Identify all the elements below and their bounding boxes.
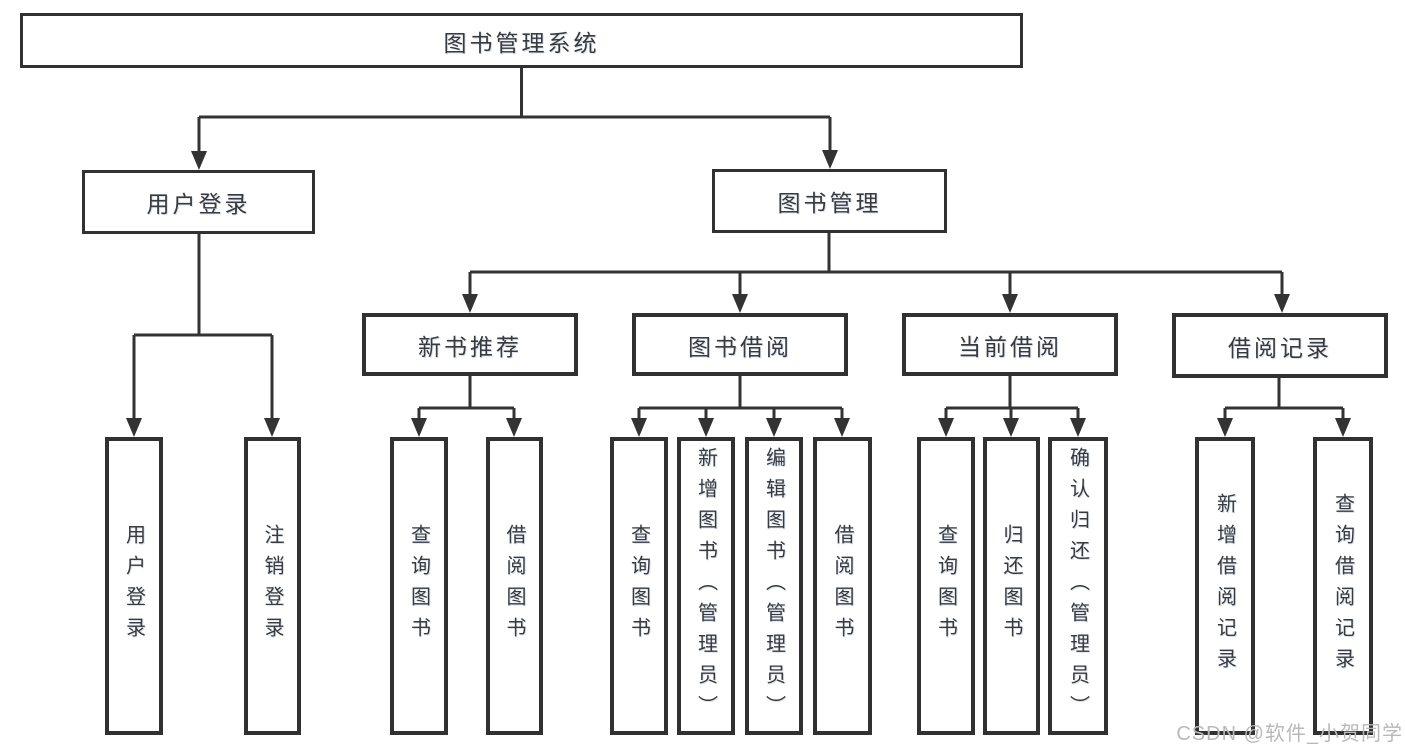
connector-line xyxy=(468,233,1284,297)
leaf-add-borrow-record: 新增借阅记录 xyxy=(1195,437,1255,735)
connector-line xyxy=(417,376,516,421)
connector-current-borrow-children xyxy=(938,376,1086,437)
connector-book-borrow-children xyxy=(631,376,850,437)
arrowhead xyxy=(822,150,838,169)
node-borrow-records: 借阅记录 xyxy=(1172,313,1388,378)
arrowhead xyxy=(938,418,954,437)
connector-line xyxy=(132,234,274,421)
arrowhead xyxy=(506,418,522,437)
arrowhead xyxy=(1002,294,1018,313)
leaf-borrow-books: 借阅图书 xyxy=(813,437,872,735)
arrowhead xyxy=(1335,418,1351,437)
arrowhead xyxy=(126,418,142,437)
arrowhead xyxy=(1217,418,1233,437)
leaf-add-book-admin: 新增图书（管理员） xyxy=(677,437,735,735)
leaf-query-books-borrow: 查询图书 xyxy=(610,437,668,735)
arrowhead xyxy=(191,151,207,170)
arrowhead xyxy=(462,294,478,313)
arrowhead xyxy=(1003,418,1019,437)
leaf-confirm-return-admin: 确认归还（管理员） xyxy=(1048,437,1108,735)
connector-line xyxy=(944,376,1080,421)
node-user-login: 用户登录 xyxy=(82,170,315,234)
connector-line xyxy=(1223,378,1345,421)
leaf-logout: 注销登录 xyxy=(244,437,301,735)
leaf-query-books-current: 查询图书 xyxy=(917,437,975,735)
connector-borrow-records-children xyxy=(1217,378,1351,437)
connector-new-books-children xyxy=(411,376,522,437)
connector-line xyxy=(197,68,832,154)
connector-user-login-children xyxy=(126,234,280,437)
node-new-book-recommend: 新书推荐 xyxy=(362,313,578,376)
node-current-borrow: 当前借阅 xyxy=(902,313,1118,376)
arrowhead xyxy=(766,418,782,437)
leaf-edit-book-admin: 编辑图书（管理员） xyxy=(745,437,803,735)
arrowhead xyxy=(264,418,280,437)
leaf-borrow-books-recommend: 借阅图书 xyxy=(486,437,543,735)
connector-line xyxy=(637,376,844,421)
arrowhead xyxy=(1274,294,1290,313)
connector-book-mgmt-to-level3 xyxy=(462,233,1290,313)
node-book-borrow: 图书借阅 xyxy=(632,313,848,376)
arrowhead xyxy=(834,418,850,437)
leaf-return-book: 归还图书 xyxy=(983,437,1040,735)
leaf-query-books-recommend: 查询图书 xyxy=(390,437,448,735)
connector-root-to-level2 xyxy=(191,68,838,170)
arrowhead xyxy=(631,418,647,437)
node-library-system: 图书管理系统 xyxy=(20,13,1023,68)
leaf-user-login: 用户登录 xyxy=(105,437,163,735)
csdn-watermark: CSDN @软件_小贺同学 xyxy=(1176,723,1403,745)
leaf-query-borrow-record: 查询借阅记录 xyxy=(1313,437,1373,735)
arrowhead xyxy=(732,294,748,313)
arrowhead xyxy=(411,418,427,437)
arrowhead xyxy=(1070,418,1086,437)
node-book-management: 图书管理 xyxy=(712,169,947,233)
arrowhead xyxy=(698,418,714,437)
